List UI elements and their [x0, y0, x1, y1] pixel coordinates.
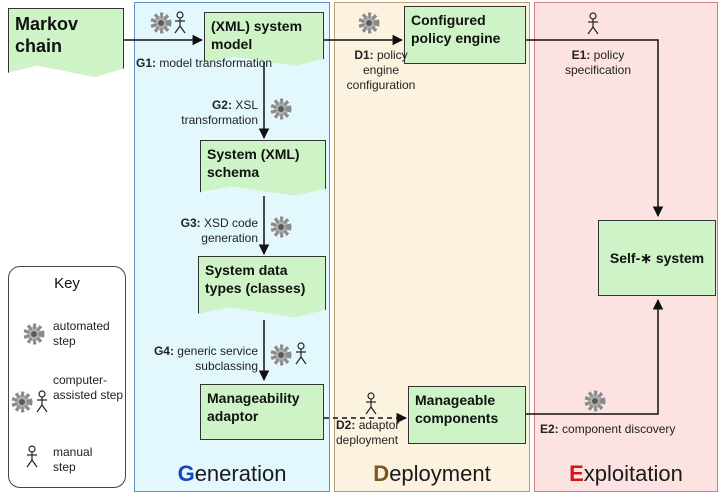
key-automated-label: automated step — [53, 319, 110, 348]
manageability-adaptor-node: Manageability adaptor — [200, 384, 324, 440]
step-d2-label: D2: adaptor deployment — [336, 418, 400, 447]
person-icon — [36, 390, 48, 413]
step-e2-label: E2: component discovery — [540, 422, 676, 436]
gear-icon — [270, 216, 292, 238]
step-g4-label: G4: generic service subclassing — [153, 344, 258, 373]
step-g3-label: G3: XSD code generation — [180, 216, 258, 245]
person-icon — [587, 12, 599, 35]
arrow-e1 — [526, 39, 664, 218]
self-star-system-node: Self-∗ system — [598, 220, 716, 296]
exploitation-lane-title: Exploitation — [569, 461, 683, 486]
system-schema-node: System (XML) schema — [200, 140, 326, 196]
step-e1-label: E1: policy specification — [564, 48, 632, 77]
gear-icon — [270, 344, 292, 366]
system-model-node: (XML) system model — [204, 12, 324, 66]
person-icon — [295, 342, 307, 365]
gear-icon — [11, 391, 33, 413]
key-legend: Key automated step computer-assisted ste… — [8, 266, 126, 488]
system-data-types-node: System data types (classes) — [198, 256, 326, 318]
arrow-e2 — [526, 298, 664, 415]
key-manual-label: manual step — [53, 445, 93, 474]
step-g1-label: G1: model transformation — [136, 56, 273, 70]
gear-icon — [358, 12, 380, 34]
gear-icon — [23, 323, 45, 345]
generation-lane-title: Generation — [177, 461, 287, 486]
step-d1-label: D1: policy engine configuration — [346, 48, 416, 92]
key-title: Key — [54, 275, 80, 292]
step-g2-label: G2: XSL transformation — [181, 98, 258, 127]
manageable-components-node: Manageable components — [408, 386, 526, 444]
person-icon — [26, 445, 38, 468]
gear-icon — [150, 12, 172, 34]
deployment-lane-title: Deployment — [373, 461, 491, 486]
key-computer-assisted-label: computer-assisted step — [53, 373, 124, 402]
configured-policy-engine-node: Configured policy engine — [404, 6, 526, 64]
person-icon — [365, 392, 377, 415]
person-icon — [174, 11, 186, 34]
gear-icon — [270, 98, 292, 120]
markov-chain-node: Markov chain — [8, 8, 124, 78]
gear-icon — [584, 390, 606, 412]
